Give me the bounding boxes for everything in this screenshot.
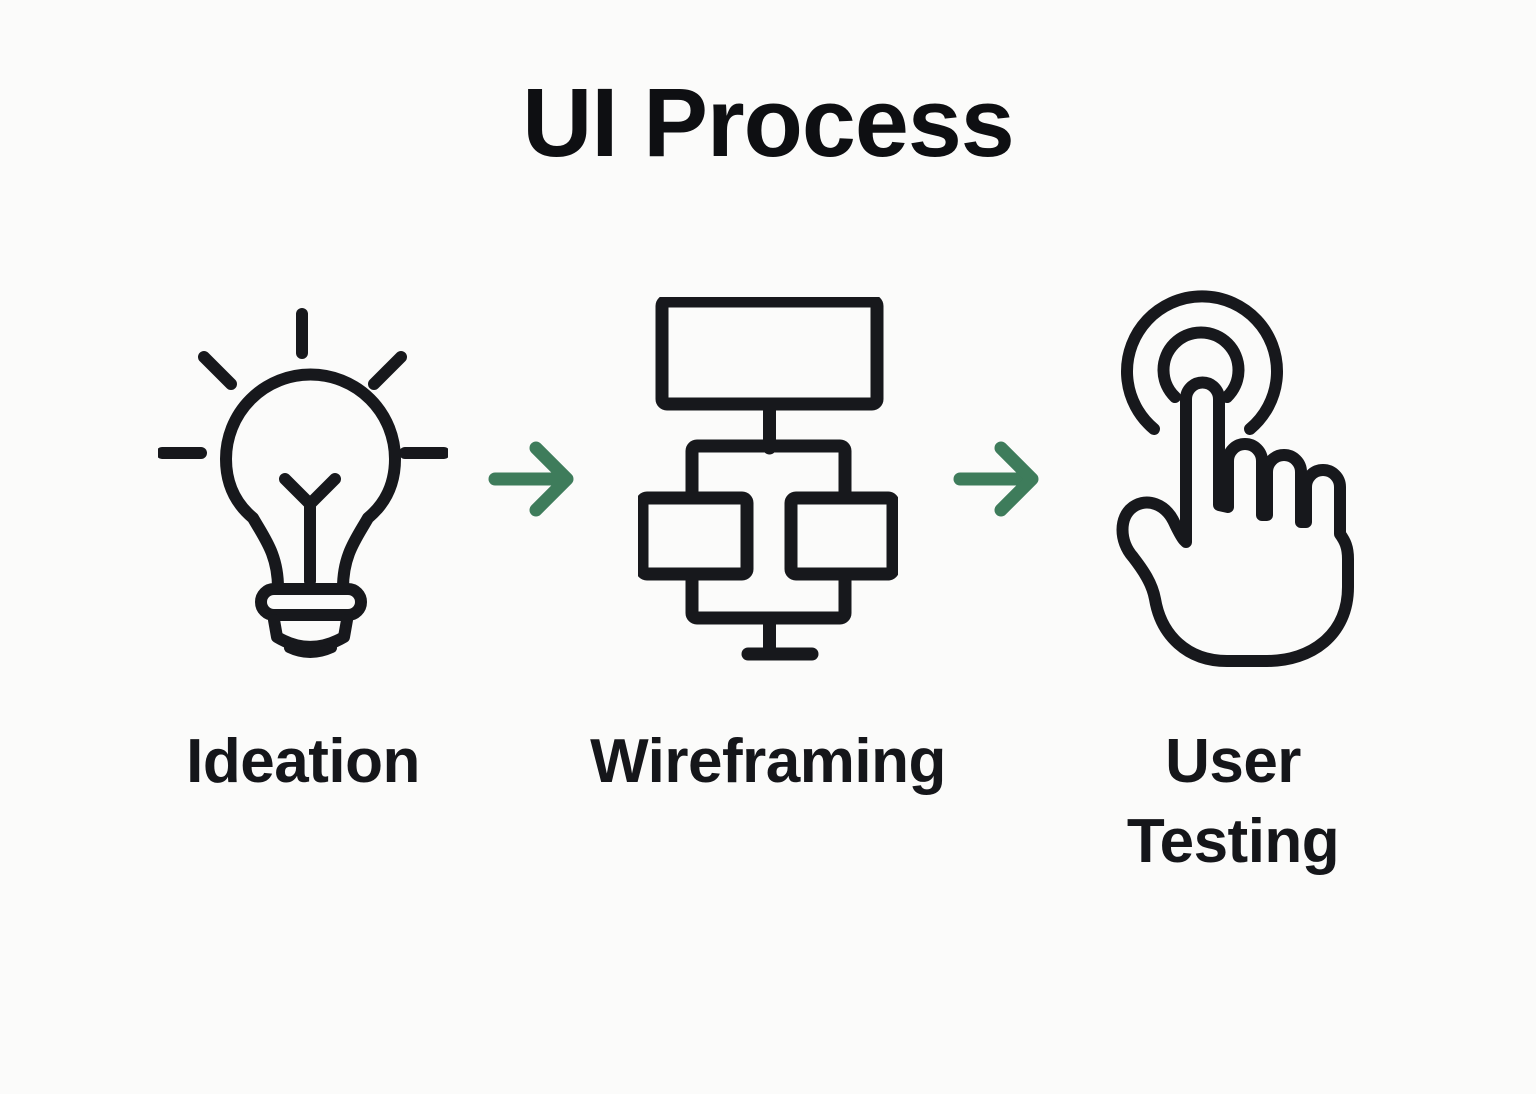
arrow-right-icon: [953, 441, 1039, 517]
step-label-user-testing: User Testing: [1126, 726, 1340, 877]
connector-2: [953, 287, 1048, 672]
wireframing-icon-box: [638, 287, 898, 672]
step-ideation: Ideation: [128, 287, 478, 803]
user-testing-icon-box: [1107, 287, 1359, 672]
step-label-ideation: Ideation: [186, 726, 420, 796]
connector-1: [488, 287, 583, 672]
process-diagram: UI Process: [0, 68, 1536, 1094]
page-title: UI Process: [522, 68, 1014, 177]
flowchart-icon: [638, 297, 898, 661]
process-row: Ideation: [0, 287, 1536, 883]
step-label-wireframing: Wireframing: [590, 726, 946, 796]
ideation-icon-box: [158, 287, 448, 672]
step-wireframing: Wireframing: [590, 287, 946, 803]
lightbulb-icon: [158, 307, 448, 658]
step-user-testing: User Testing: [1058, 287, 1408, 883]
tap-hand-icon: [1116, 290, 1354, 668]
arrow-right-icon: [488, 441, 574, 517]
